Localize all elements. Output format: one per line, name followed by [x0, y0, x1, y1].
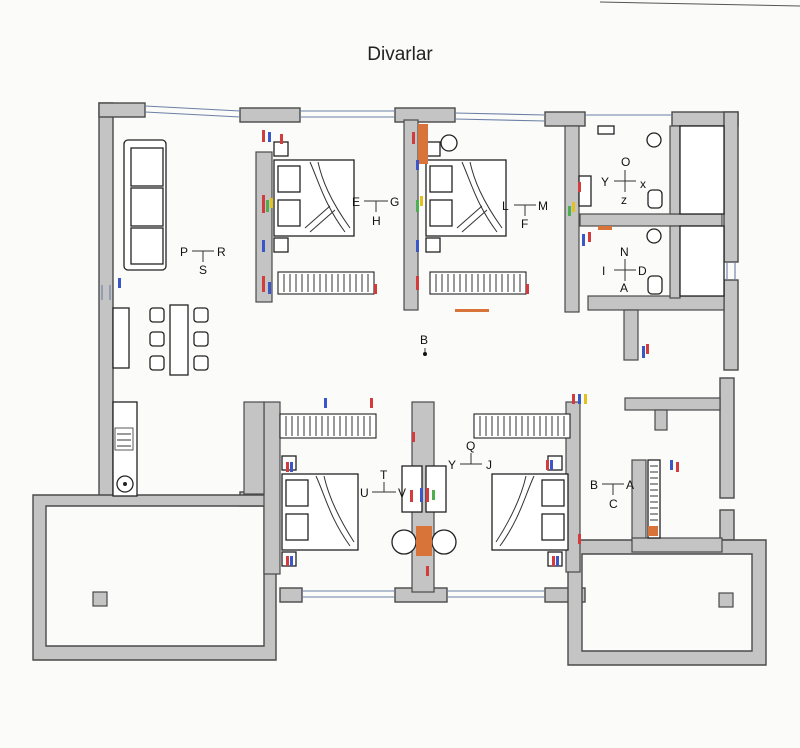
bedroom2-bed [425, 134, 507, 253]
bathroom-fixtures [578, 125, 725, 297]
bedroom1-bed [273, 141, 355, 253]
label-I: I [602, 264, 605, 278]
label-V: V [398, 486, 406, 500]
bedroom2-wardrobe [418, 124, 527, 312]
bedroom3-wardrobe [279, 413, 377, 439]
label-J: J [486, 458, 492, 472]
label-L: L [502, 199, 509, 213]
label-M: M [538, 199, 548, 213]
bedroom1-wardrobe [277, 271, 375, 295]
bedroom4-wardrobe [473, 413, 571, 439]
dining-table [149, 304, 209, 376]
label-E: E [352, 195, 360, 209]
label-B-corridor: B [590, 478, 598, 492]
label-x: x [640, 177, 646, 191]
label-A-corridor: A [626, 478, 634, 492]
label-O: O [621, 155, 630, 169]
room-labels: P R S E G H L M F O Y x z N I D A B T U … [180, 155, 647, 511]
label-A: A [620, 281, 628, 295]
pipe-markers [118, 130, 679, 576]
label-Y2: Y [448, 458, 456, 472]
windows [101, 105, 736, 598]
label-z: z [621, 193, 627, 207]
label-P: P [180, 245, 188, 259]
corridor-cabinet [647, 459, 661, 539]
label-Y: Y [601, 175, 609, 189]
label-H: H [372, 214, 381, 228]
label-R: R [217, 245, 226, 259]
left-terrace [32, 494, 277, 661]
page-title: Divarlar [367, 44, 433, 65]
label-D: D [638, 264, 647, 278]
label-S: S [199, 263, 207, 277]
label-Q: Q [466, 439, 475, 453]
hall-closets [391, 465, 457, 556]
right-terrace [567, 539, 767, 666]
kitchen-counter [112, 307, 138, 497]
label-G: G [390, 195, 399, 209]
label-U: U [360, 486, 369, 500]
label-C: C [609, 497, 618, 511]
sofa [123, 139, 167, 271]
label-F: F [521, 217, 528, 231]
label-T: T [380, 468, 388, 482]
direction-arrows [192, 170, 636, 495]
label-B-hall: B [420, 333, 428, 347]
bedroom3-bed [281, 455, 359, 567]
outer-walls [98, 102, 739, 603]
label-N: N [620, 245, 629, 259]
bedroom4-bed [491, 455, 569, 567]
